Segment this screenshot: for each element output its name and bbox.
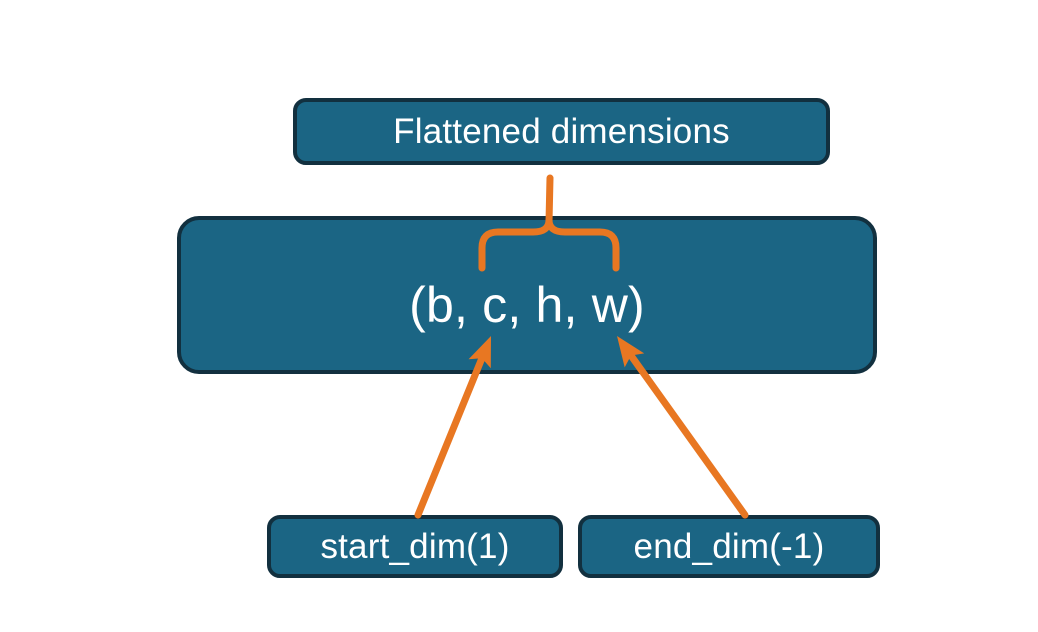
node-end-dim: end_dim(-1)	[578, 515, 880, 578]
node-end-dim-label: end_dim(-1)	[633, 526, 825, 566]
node-tensor-shape-label: (b, c, h, w)	[409, 277, 645, 333]
node-flattened-dimensions: Flattened dimensions	[293, 98, 830, 165]
node-tensor-shape: (b, c, h, w)	[177, 216, 877, 374]
node-start-dim-label: start_dim(1)	[320, 526, 510, 566]
start-dim-arrow-line	[414, 354, 486, 519]
node-start-dim: start_dim(1)	[267, 515, 563, 578]
node-flattened-dimensions-label: Flattened dimensions	[393, 111, 730, 151]
end-dim-arrow-line	[627, 352, 749, 519]
